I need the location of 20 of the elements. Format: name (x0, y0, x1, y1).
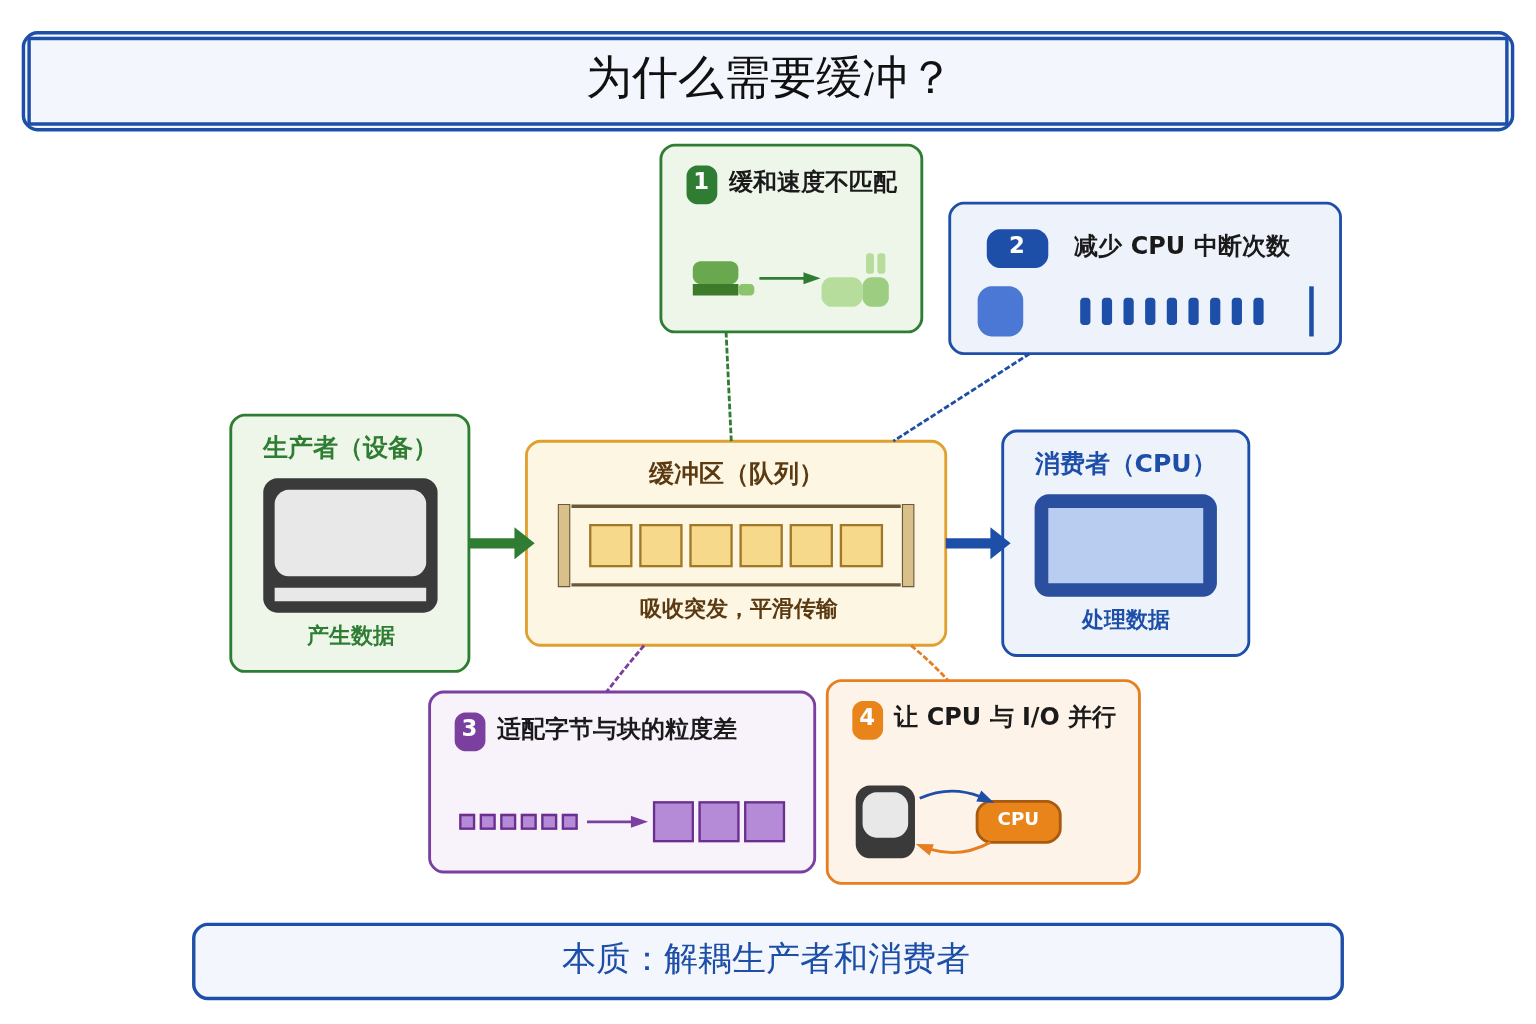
connector (892, 352, 1031, 442)
node-box: CPU (975, 799, 1062, 844)
node-box: 2 减少 CPU 中断次数 (948, 201, 1342, 355)
connector (910, 644, 950, 682)
connector (605, 644, 646, 693)
arrow (945, 526, 1011, 559)
cluster: 3 适配字节与块的粒度差 (428, 690, 817, 873)
diagram-title: 为什么需要缓冲？ (586, 50, 955, 104)
node-box: 缓冲区（队列） 吸收突发，平滑传输 (525, 439, 948, 647)
node-box: 生产者（设备） 产生数据 (229, 413, 471, 673)
arrow (759, 271, 821, 284)
caption: 本质：解耦生产者和消费者 (562, 937, 971, 978)
arrow (587, 815, 649, 828)
arrow (469, 526, 535, 559)
arrow (915, 840, 992, 855)
node-picture (855, 784, 915, 858)
arrow (919, 789, 995, 803)
connector (724, 331, 733, 441)
node-box: 消费者（CPU） 处理数据 (1001, 429, 1251, 657)
cluster: 1 缓和速度不匹配 (659, 143, 924, 333)
